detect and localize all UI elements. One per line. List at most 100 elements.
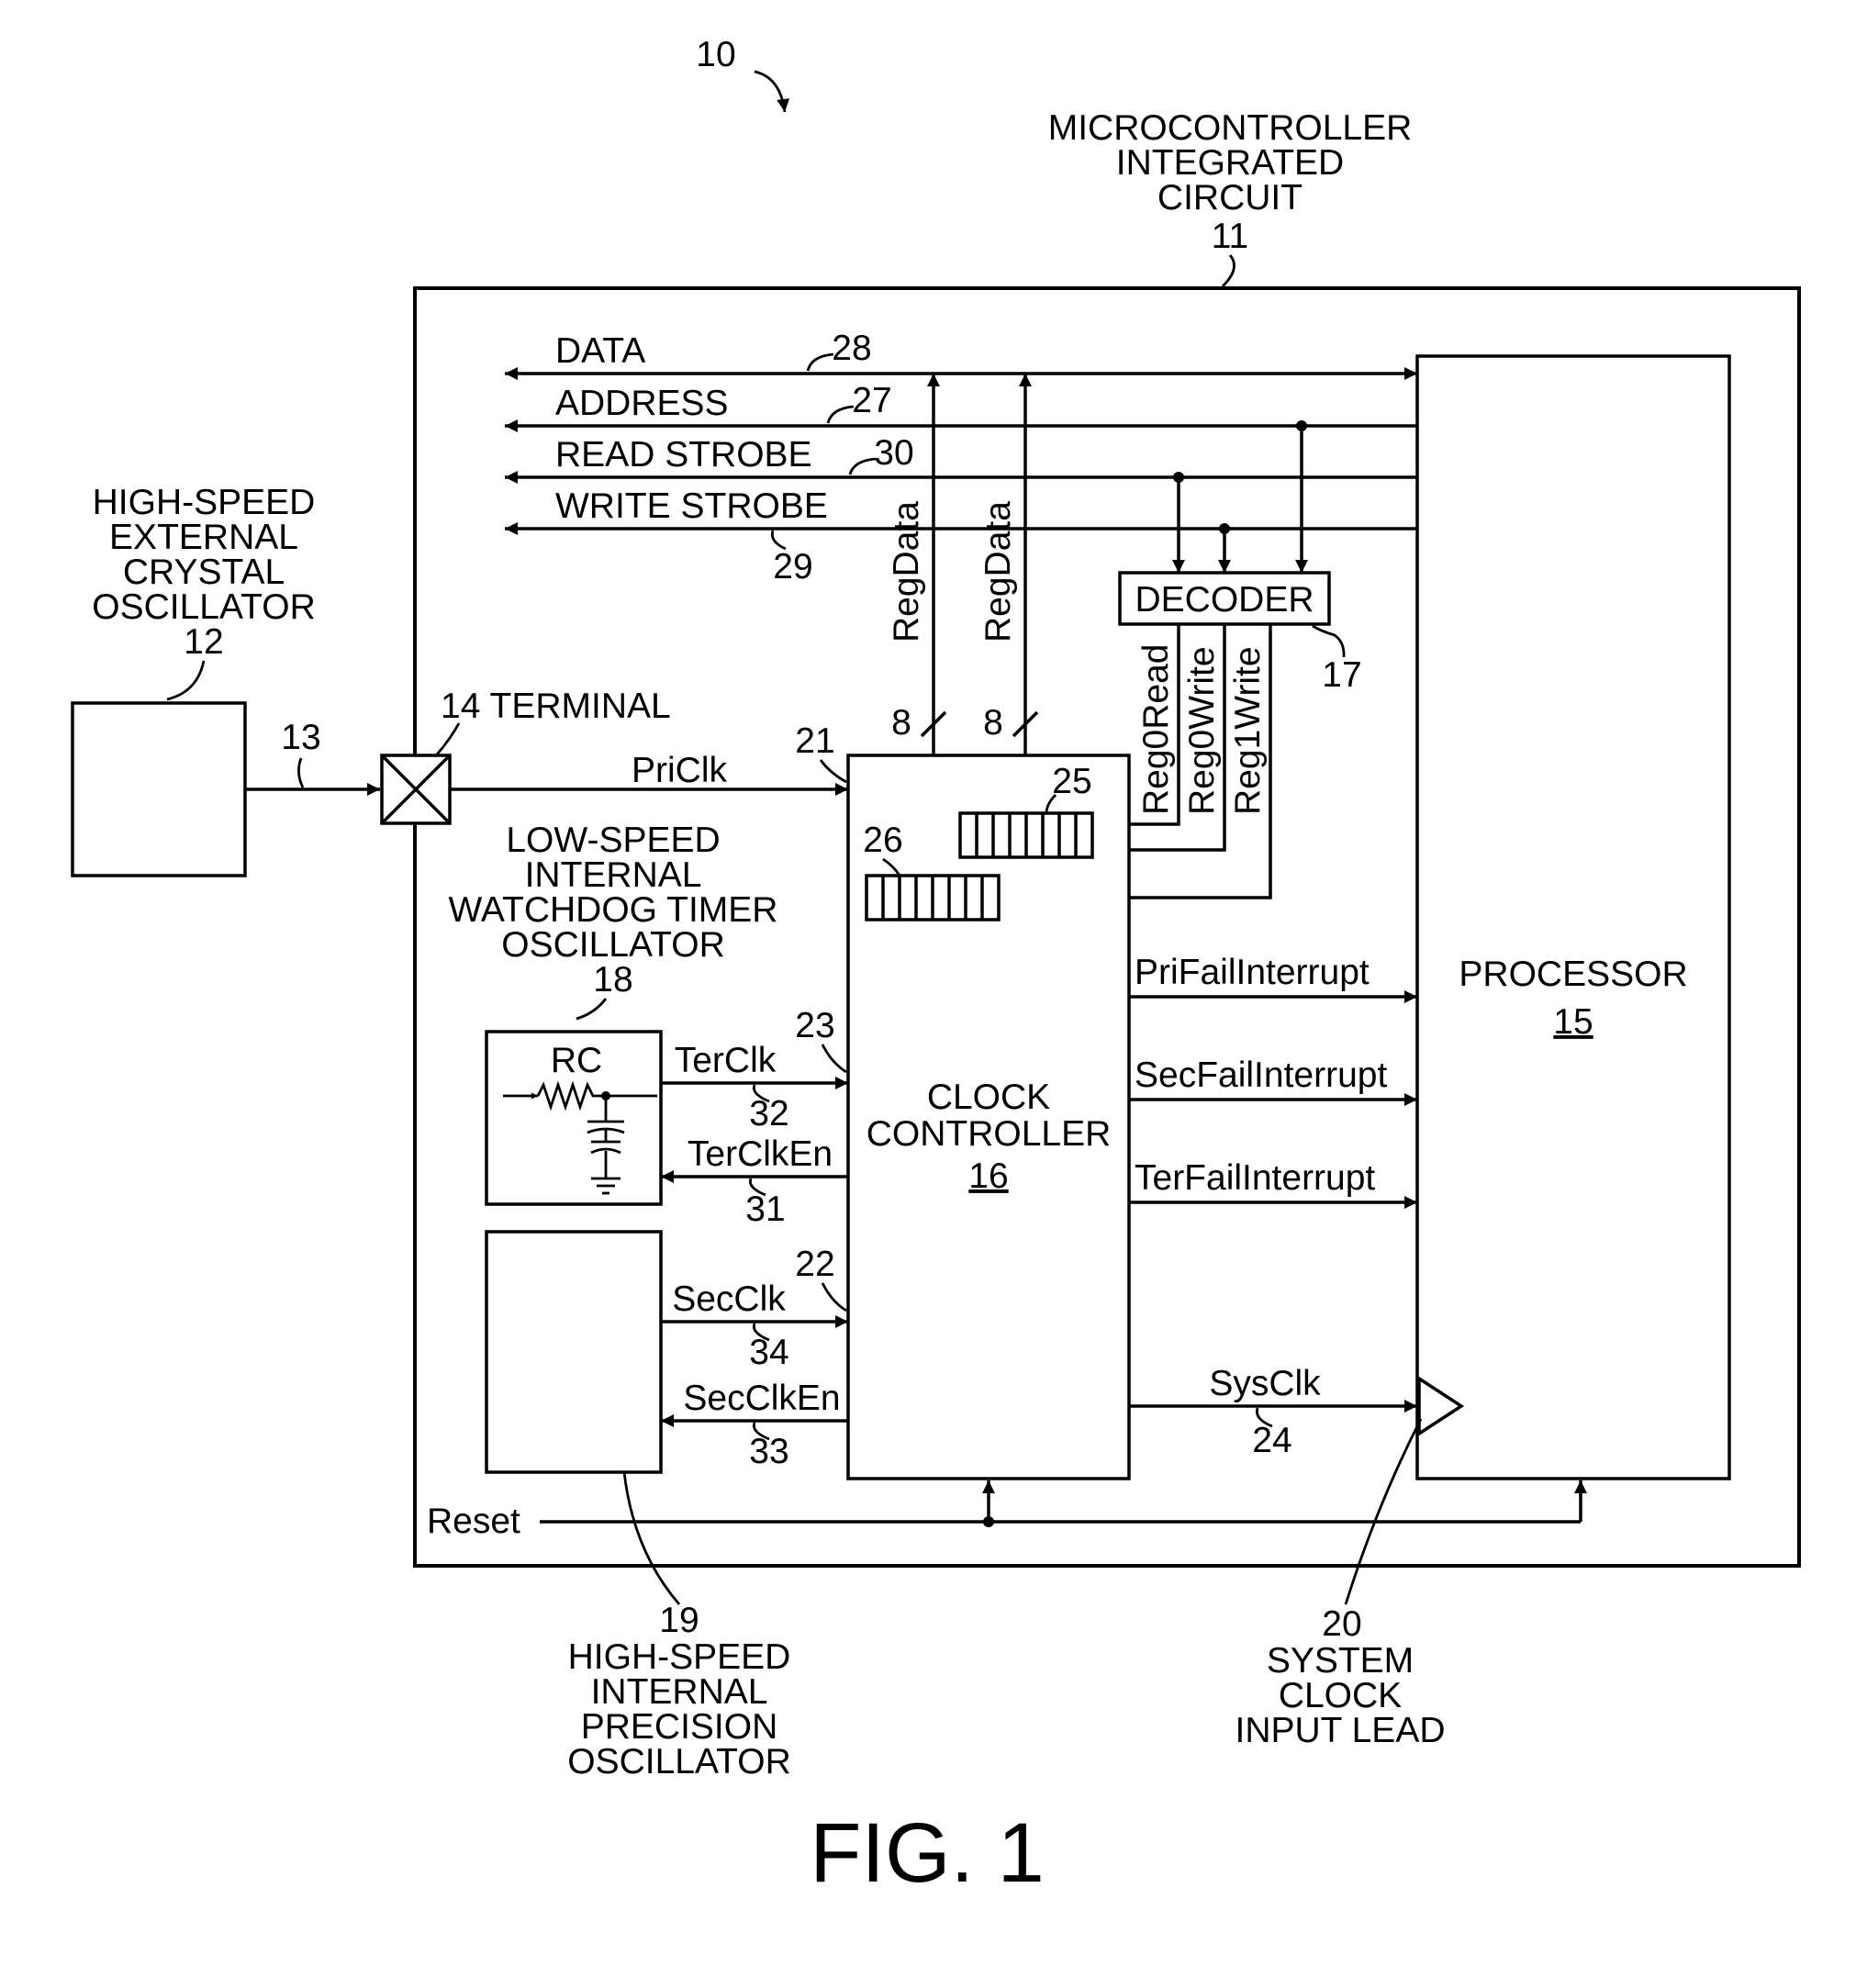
figure-ref-arrow	[754, 70, 790, 113]
decoder-ref: 17	[1322, 655, 1361, 695]
terclk-label: TerClk	[675, 1041, 777, 1080]
register-26-leader	[882, 857, 901, 877]
ext-osc-title-line4: OSCILLATOR	[92, 587, 315, 627]
rc-oscillator-box	[485, 1030, 663, 1206]
lsosc-title-line1: LOW-SPEED	[506, 821, 720, 860]
regdata-width-2: 8	[983, 703, 1003, 743]
read-strobe-ref: 30	[874, 433, 913, 473]
processor-label: PROCESSOR	[1459, 955, 1687, 994]
terclken-leader	[748, 1178, 766, 1197]
regdata-width-slash-1	[920, 710, 947, 738]
secclk-label: SecClk	[672, 1279, 786, 1319]
sysclk-lead-line3: INPUT LEAD	[1235, 1711, 1445, 1750]
sysclk-label: SysClk	[1209, 1364, 1321, 1403]
data-bus-label: DATA	[555, 331, 645, 371]
secclk-ref: 34	[749, 1333, 788, 1372]
lsosc-title-line3: WATCHDOG TIMER	[449, 890, 778, 930]
prifail-interrupt-label: PriFailInterrupt	[1135, 953, 1370, 992]
reg0write-line	[1094, 624, 1226, 856]
terclk-pin-leader	[821, 1044, 847, 1074]
terclk-pin-ref: 23	[795, 1006, 834, 1045]
reset-label: Reset	[427, 1502, 520, 1541]
register-25-leader	[1045, 794, 1057, 814]
rc-circuit-symbol	[503, 1080, 657, 1195]
secclk-pin-leader	[821, 1282, 847, 1312]
secclken-ref: 33	[749, 1432, 788, 1471]
sysclk-input-triangle	[1417, 1375, 1465, 1437]
lsosc-title-line4: OSCILLATOR	[501, 925, 724, 965]
secfail-interrupt-label: SecFailInterrupt	[1135, 1055, 1387, 1095]
terminal-leader	[435, 722, 461, 755]
sysclk-lead-leader	[1344, 1418, 1423, 1605]
clock-controller-line1: CLOCK	[927, 1078, 1050, 1117]
register-25	[958, 811, 1094, 859]
decoder-leader	[1312, 624, 1346, 658]
terfail-interrupt-label: TerFailInterrupt	[1135, 1158, 1375, 1198]
hsosc-title-line1: HIGH-SPEED	[568, 1637, 791, 1677]
write-strobe-leader	[770, 530, 787, 551]
terclken-label: TerClkEn	[688, 1134, 833, 1174]
hs-internal-oscillator-box	[485, 1230, 663, 1474]
terclken-ref: 31	[745, 1189, 785, 1229]
secclken-label: SecClkEn	[683, 1379, 840, 1418]
read-strobe-leader	[848, 457, 877, 475]
hsosc-ref: 19	[659, 1601, 699, 1640]
ref-13-leader	[297, 757, 305, 788]
ext-osc-title-line1: HIGH-SPEED	[93, 483, 316, 522]
processor-box	[1415, 354, 1731, 1480]
regdata-width-1: 8	[891, 703, 911, 743]
sysclk-lead-ref: 20	[1322, 1604, 1361, 1644]
secclk-pin-ref: 22	[795, 1245, 834, 1284]
regdata-width-slash-2	[1012, 710, 1039, 738]
secclk-leader	[752, 1323, 770, 1342]
clock-controller-ref: 16	[968, 1156, 1008, 1196]
chip-title-line2: INTEGRATED	[1116, 143, 1344, 183]
priclk-ref: 21	[795, 721, 834, 761]
secclken-leader	[752, 1422, 770, 1441]
priclk-leader	[819, 759, 847, 784]
lsosc-ref: 18	[593, 960, 632, 1000]
reg1write-label: Reg1Write	[1228, 646, 1268, 815]
lsosc-leader	[576, 998, 608, 1021]
data-bus-leader	[806, 352, 834, 372]
external-oscillator-box	[71, 701, 247, 877]
figure-ref-10: 10	[696, 35, 735, 74]
chip-ref: 11	[1212, 217, 1249, 256]
ext-osc-title-line3: CRYSTAL	[123, 553, 285, 592]
ext-osc-title-line2: EXTERNAL	[109, 518, 298, 557]
processor-ref: 15	[1553, 1002, 1593, 1042]
read-strobe-label: READ STROBE	[555, 435, 812, 475]
lsosc-title-line2: INTERNAL	[525, 855, 702, 895]
ext-osc-leader	[166, 660, 206, 701]
sysclk-lead-line1: SYSTEM	[1267, 1641, 1414, 1681]
sysclk-lead-line2: CLOCK	[1279, 1676, 1402, 1715]
hsosc-title-line4: OSCILLATOR	[567, 1742, 790, 1781]
rc-label: RC	[551, 1041, 602, 1080]
regdata-label-1: RegData	[887, 501, 926, 642]
address-bus-label: ADDRESS	[555, 384, 729, 423]
terminal-cross-b	[380, 754, 452, 825]
microcontroller-frame	[413, 286, 1801, 1568]
chip-title-line3: CIRCUIT	[1157, 178, 1303, 218]
decoder-label: DECODER	[1135, 580, 1314, 620]
register-26-ref: 26	[863, 821, 902, 860]
regdata-label-2: RegData	[978, 501, 1018, 642]
reg0read-label: Reg0Read	[1136, 644, 1176, 815]
figure-caption: FIG. 1	[810, 1806, 1045, 1900]
terclk-ref: 32	[749, 1094, 788, 1134]
chip-title-line1: MICROCONTROLLER	[1048, 108, 1413, 148]
priclk-label: PriClk	[632, 751, 727, 790]
write-strobe-ref: 29	[773, 547, 812, 586]
write-strobe-label: WRITE STROBE	[555, 486, 828, 526]
register-26	[865, 874, 1001, 921]
terminal-label: 14 TERMINAL	[441, 687, 671, 726]
register-25-ref: 25	[1052, 762, 1091, 801]
reg0write-label: Reg0Write	[1182, 646, 1222, 815]
ext-osc-ref: 12	[184, 622, 223, 662]
hsosc-title-line3: PRECISION	[581, 1707, 778, 1747]
hsosc-title-line2: INTERNAL	[591, 1672, 768, 1712]
sysclk-ref: 24	[1252, 1421, 1291, 1460]
hsosc-leader	[622, 1471, 681, 1605]
terclk-leader	[752, 1084, 770, 1103]
